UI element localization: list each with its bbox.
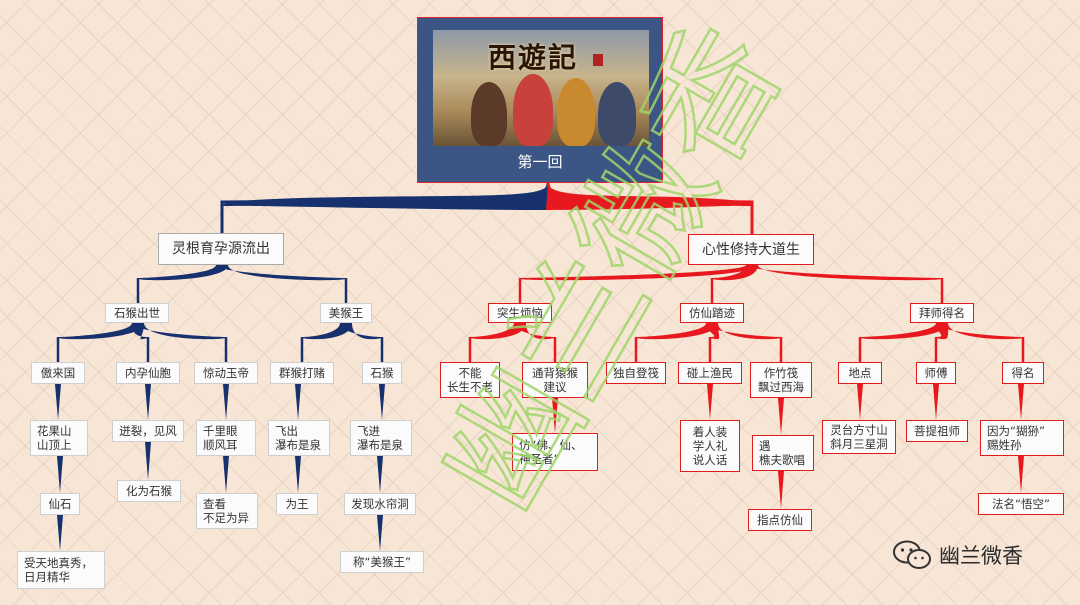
node-bengli[interactable]: 迸裂，见风 bbox=[112, 420, 184, 442]
connector-baishi-l3 bbox=[936, 323, 1023, 340]
connector-left-l2 bbox=[138, 265, 228, 281]
node-shihou[interactable]: 石猴 bbox=[362, 362, 402, 384]
node-shuiliandong[interactable]: 发现水帘洞 bbox=[344, 493, 416, 515]
node-fangfoxian[interactable]: 仿“佛、仙、 神圣者” bbox=[512, 433, 598, 471]
node-qunhou[interactable]: 群猴打赌 bbox=[270, 362, 334, 384]
node-wukong[interactable]: 法名“悟空” bbox=[978, 493, 1064, 515]
brand-name: 幽兰微香 bbox=[939, 544, 1023, 568]
connector-meihouwang-l3 bbox=[302, 323, 352, 340]
node-weiwang[interactable]: 为王 bbox=[276, 493, 318, 515]
connector-zuozhu-c1 bbox=[778, 398, 784, 435]
node-shishi[interactable]: 石猴出世 bbox=[105, 303, 169, 323]
node-deming[interactable]: 得名 bbox=[1002, 362, 1044, 384]
node-fangxian[interactable]: 仿仙踏迹 bbox=[680, 303, 744, 323]
connector-meihouwang-l3 bbox=[340, 323, 382, 340]
node-qianliyan[interactable]: 千里眼 顺风耳 bbox=[196, 420, 256, 456]
node-puti[interactable]: 菩提祖师 bbox=[906, 420, 968, 442]
node-pengshang[interactable]: 碰上渔民 bbox=[678, 362, 742, 384]
figure-sandy bbox=[598, 82, 636, 146]
node-zhidianfangxian[interactable]: 指点仿仙 bbox=[748, 509, 812, 531]
connector-tusheng-l3 bbox=[470, 323, 526, 340]
node-buneng[interactable]: 不能 长生不老 bbox=[440, 362, 500, 398]
node-zhuorenzhuang[interactable]: 着人装 学人礼 说人话 bbox=[680, 420, 740, 472]
node-shoutiandi[interactable]: 受天地真秀， 日月精华 bbox=[17, 551, 105, 589]
branch-right[interactable]: 心性修持大道生 bbox=[688, 234, 814, 265]
connector-qunhou-c2 bbox=[295, 456, 301, 493]
connector-shifu-c1 bbox=[933, 384, 939, 420]
connector-zuozhu-c2 bbox=[778, 471, 784, 509]
brand-badge: 幽兰微香 bbox=[893, 540, 1023, 570]
connector-baishi-l3 bbox=[860, 323, 948, 340]
node-shifu[interactable]: 师傅 bbox=[916, 362, 956, 384]
connector-right-l2 bbox=[746, 265, 942, 281]
connector-shishi-l3 bbox=[132, 323, 226, 340]
poster-logo: 西遊記 bbox=[488, 41, 579, 74]
connector-deming-c1 bbox=[1018, 384, 1024, 420]
connector-shishi-l3 bbox=[58, 323, 144, 340]
node-tongbei[interactable]: 通背猿猴 建议 bbox=[522, 362, 588, 398]
figure-pigsy bbox=[471, 82, 507, 146]
connector-jingdong-c2 bbox=[223, 456, 229, 493]
root-connector-right-fill bbox=[546, 183, 752, 210]
node-husun[interactable]: 因为“猢狲” 赐姓孙 bbox=[980, 420, 1064, 456]
node-tusheng[interactable]: 突生烦恼 bbox=[488, 303, 552, 323]
connector-shihou-c2 bbox=[377, 456, 383, 493]
node-lingtai[interactable]: 灵台方寸山 斜月三星洞 bbox=[822, 420, 896, 454]
connector-neiyun-c2 bbox=[145, 442, 151, 480]
node-aolai[interactable]: 傲来国 bbox=[31, 362, 85, 384]
wechat-icon bbox=[893, 540, 931, 569]
figure-tang-monk bbox=[513, 74, 553, 146]
node-didian[interactable]: 地点 bbox=[838, 362, 882, 384]
node-chakan[interactable]: 查看 不足为异 bbox=[196, 493, 258, 529]
node-feichu[interactable]: 飞出 瀑布是泉 bbox=[268, 420, 330, 456]
node-baishi[interactable]: 拜师得名 bbox=[910, 303, 974, 323]
connector-aolai-c3 bbox=[57, 515, 63, 551]
node-xianshi[interactable]: 仙石 bbox=[40, 493, 80, 515]
connector-tusheng-l3 bbox=[514, 323, 555, 340]
branch-left[interactable]: 灵根育孕源流出 bbox=[158, 233, 284, 265]
node-jingdong[interactable]: 惊动玉帝 bbox=[194, 362, 258, 384]
connector-deming-c2 bbox=[1018, 456, 1024, 493]
node-meihouwang[interactable]: 美猴王 bbox=[320, 303, 372, 323]
connector-shishi-l3 bbox=[132, 323, 148, 340]
connector-shihou-c1 bbox=[379, 384, 385, 420]
connector-shihou-c3 bbox=[377, 515, 383, 551]
journey-to-the-west-poster: 西遊記 bbox=[433, 30, 649, 146]
connector-aolai-c2 bbox=[57, 456, 63, 493]
node-chengmeihouwang[interactable]: 称“美猴王” bbox=[340, 551, 424, 573]
seal-stamp bbox=[593, 54, 603, 66]
connector-jingdong-c1 bbox=[223, 384, 229, 420]
connector-left-l2 bbox=[216, 265, 346, 281]
node-huaweishihou[interactable]: 化为石猴 bbox=[117, 480, 181, 502]
figure-monkey-king bbox=[557, 78, 595, 146]
connector-fangxian-l3 bbox=[706, 323, 781, 340]
root-title: 第一回 bbox=[517, 153, 563, 171]
node-zuozhu[interactable]: 作竹筏 飘过西海 bbox=[750, 362, 812, 398]
connector-fangxian-l3 bbox=[636, 323, 718, 340]
node-feijin[interactable]: 飞进 瀑布是泉 bbox=[350, 420, 412, 456]
connector-tongbei-c1 bbox=[552, 398, 558, 433]
node-duzi[interactable]: 独自登筏 bbox=[606, 362, 666, 384]
connector-pengshang-c1 bbox=[707, 384, 713, 420]
connector-right-l2 bbox=[712, 265, 758, 281]
root-connector-left-fill bbox=[222, 183, 552, 210]
connector-neiyun-c1 bbox=[145, 384, 151, 420]
root-node[interactable]: 西遊記 第一回 bbox=[417, 17, 663, 183]
node-huaguoshan[interactable]: 花果山 山顶上 bbox=[30, 420, 88, 456]
connector-qunhou-c1 bbox=[295, 384, 301, 420]
connector-aolai-c1 bbox=[55, 384, 61, 420]
connector-didian-c1 bbox=[857, 384, 863, 420]
connector-right-l2 bbox=[520, 265, 758, 281]
node-neiyun[interactable]: 内孕仙胞 bbox=[116, 362, 180, 384]
node-yuqiaofu[interactable]: 遇 樵夫歌唱 bbox=[752, 435, 814, 471]
